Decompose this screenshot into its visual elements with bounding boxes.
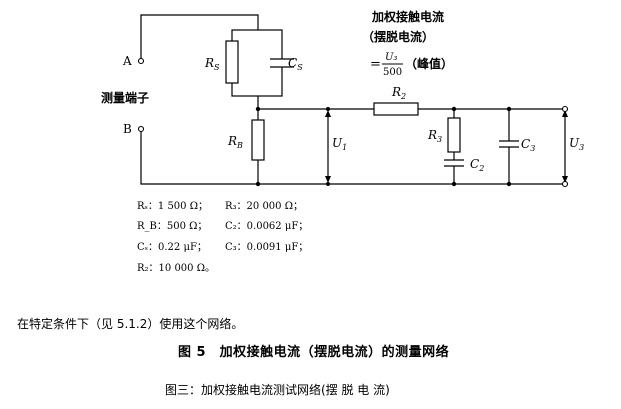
rs-label: RS [204,56,220,72]
value-r2: R₂：10 000 Ω。 [137,263,215,274]
node [326,107,330,111]
r2-label: R2 [391,85,406,101]
u3-arrow-up [562,110,568,117]
rb-label: RB [227,134,243,150]
figure-caption: 图三：加权接触电流测试网络(摆 脱 电 流) [165,383,390,397]
header-frac-num: U₃ [385,52,397,63]
output-terminal [561,180,569,188]
terminal-b-label: B [123,122,132,136]
header-note-line1: 加权接触电流 [371,9,444,24]
cs-label: CS [288,56,303,72]
u3-arrow-down [562,176,568,183]
resistor-r2 [373,102,419,116]
terminal-caption: 测量端子 [101,90,149,105]
resistor-rb [251,119,265,161]
value-c3: C₃：0.0091 μF； [225,242,309,253]
node [451,106,457,112]
header-note-line2: （摆脱电流） [362,29,434,44]
node [255,106,261,112]
resistor-r3 [447,117,461,153]
wire-a [140,14,259,61]
value-cs: Cₛ：0.22 μF； [137,242,207,253]
header-frac-den: 500 [383,67,402,78]
value-c2: C₂：0.0062 μF； [225,221,309,232]
u1-arrow-up [325,110,331,117]
u3-label: U3 [569,136,584,152]
c2-label: C2 [470,157,484,173]
node [326,182,330,186]
usage-note: 在特定条件下（见 5.1.2）使用这个网络。 [17,317,244,331]
wire-b [140,129,258,185]
r3-label: R3 [427,128,442,144]
resistor-rs [225,40,239,84]
output-terminal [561,105,569,113]
node [506,181,512,187]
rs-cs-parallel-branch [231,29,283,97]
value-rs: Rₛ：1 500 Ω； [137,201,208,212]
c3-label: C3 [521,137,535,153]
value-rb: R_B：500 Ω； [137,221,208,232]
header-eq-prefix: = [370,57,381,72]
node [255,181,261,187]
value-r3: R₃：20 000 Ω； [225,201,303,212]
u1-label: U1 [332,136,347,152]
node [506,106,512,112]
u1-arrow-down [325,176,331,183]
node [451,181,457,187]
terminal-a-point [137,57,145,65]
terminal-a-label: A [122,54,132,68]
header-eq-suffix: （峰值） [405,56,453,71]
terminal-b-point [137,125,145,133]
figure-title: 图 5 加权接触电流（摆脱电流）的测量网络 [178,345,450,360]
